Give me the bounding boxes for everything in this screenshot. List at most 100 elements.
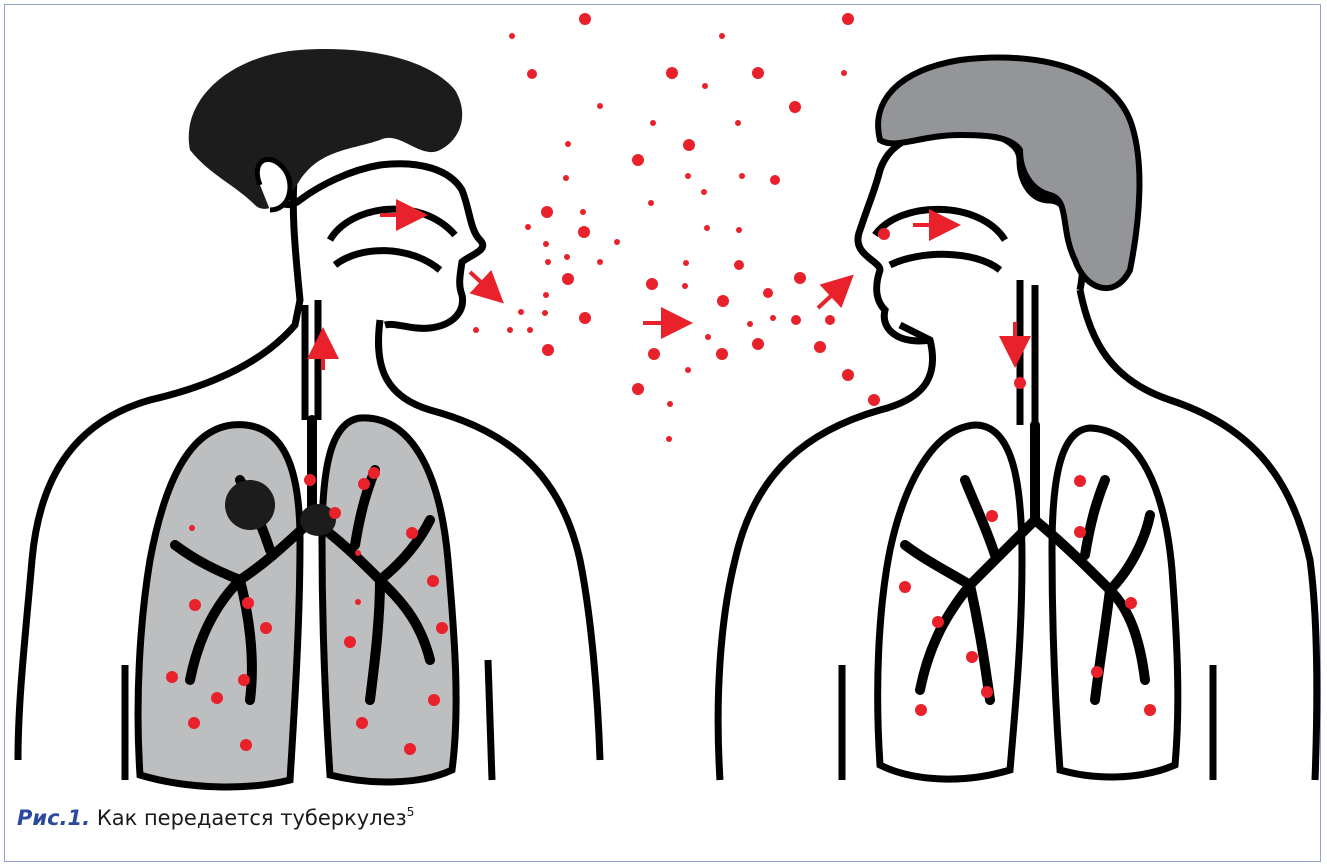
red-dot-icon xyxy=(739,173,745,179)
red-dot-icon xyxy=(789,101,801,113)
red-dot-icon xyxy=(579,13,591,25)
left-nasal-airway xyxy=(305,209,455,420)
red-dot-icon xyxy=(564,254,570,260)
red-dot-icon xyxy=(355,599,361,605)
red-dot-icon xyxy=(1091,666,1103,678)
airflow-arrows xyxy=(323,215,1015,370)
red-dot-icon xyxy=(752,338,764,350)
red-dot-icon xyxy=(542,344,554,356)
red-dot-icon xyxy=(565,141,571,147)
red-dot-icon xyxy=(825,315,835,325)
red-dot-icon xyxy=(563,175,569,181)
red-dot-icon xyxy=(648,348,660,360)
caption-text: Как передается туберкулез xyxy=(97,806,407,830)
red-dot-icon xyxy=(579,312,591,324)
red-dot-icon xyxy=(899,581,911,593)
red-dot-icon xyxy=(436,622,448,634)
red-dot-icon xyxy=(211,692,223,704)
red-dot-icon xyxy=(1014,377,1026,389)
right-person-left-lung xyxy=(878,425,1022,779)
red-dot-icon xyxy=(966,651,978,663)
red-dot-icon xyxy=(842,369,854,381)
red-dot-icon xyxy=(580,209,586,215)
red-dot-icon xyxy=(304,474,316,486)
red-dot-icon xyxy=(648,200,654,206)
red-dot-icon xyxy=(527,327,533,333)
red-dot-icon xyxy=(166,671,178,683)
red-dot-icon xyxy=(650,120,656,126)
red-dot-icon xyxy=(702,83,708,89)
red-dot-icon xyxy=(632,383,644,395)
red-dot-icon xyxy=(842,13,854,25)
red-dot-icon xyxy=(685,173,691,179)
red-dot-icon xyxy=(545,259,551,265)
left-arm-right xyxy=(488,660,492,780)
red-dot-icon xyxy=(260,622,272,634)
red-dot-icon xyxy=(355,550,361,556)
tb-cavity xyxy=(225,480,275,530)
red-dot-icon xyxy=(406,527,418,539)
red-dot-icon xyxy=(344,636,356,648)
red-dot-icon xyxy=(542,310,548,316)
red-dot-icon xyxy=(701,189,707,195)
caption-label: Рис.1. xyxy=(17,806,90,830)
red-dot-icon xyxy=(543,241,549,247)
red-dot-icon xyxy=(932,616,944,628)
red-dot-icon xyxy=(597,103,603,109)
red-dot-icon xyxy=(682,283,688,289)
red-dot-icon xyxy=(716,348,728,360)
red-dot-icon xyxy=(770,175,780,185)
red-dot-icon xyxy=(1074,475,1086,487)
left-hilum-node xyxy=(300,504,336,536)
red-dot-icon xyxy=(1125,597,1137,609)
red-dot-icon xyxy=(791,315,801,325)
red-dot-icon xyxy=(705,334,711,340)
red-dot-icon xyxy=(683,139,695,151)
red-dot-icon xyxy=(541,206,553,218)
red-dot-icon xyxy=(507,327,513,333)
right-nasal-airway xyxy=(875,209,1035,425)
red-dot-icon xyxy=(597,259,603,265)
red-dot-icon xyxy=(238,674,250,686)
red-dot-icon xyxy=(632,154,644,166)
red-arrow-icon xyxy=(818,280,848,308)
red-dot-icon xyxy=(518,309,524,315)
red-dot-icon xyxy=(747,321,753,327)
red-dot-icon xyxy=(915,704,927,716)
red-dot-icon xyxy=(794,272,806,284)
infected-person xyxy=(18,49,600,787)
red-dot-icon xyxy=(717,295,729,307)
red-dot-icon xyxy=(719,33,725,39)
red-dot-icon xyxy=(735,120,741,126)
red-dot-icon xyxy=(240,739,252,751)
red-dot-icon xyxy=(666,436,672,442)
red-dot-icon xyxy=(878,228,890,240)
red-dot-icon xyxy=(525,224,531,230)
exposed-person xyxy=(718,58,1317,781)
red-dot-icon xyxy=(242,597,254,609)
red-dot-icon xyxy=(646,278,658,290)
red-dot-icon xyxy=(734,260,744,270)
red-dot-icon xyxy=(427,575,439,587)
red-dot-icon xyxy=(704,225,710,231)
left-person-right-lung xyxy=(322,418,456,782)
red-dot-icon xyxy=(986,510,998,522)
red-dot-icon xyxy=(189,525,195,531)
red-dot-icon xyxy=(189,599,201,611)
red-dot-icon xyxy=(356,717,368,729)
red-dot-icon xyxy=(666,67,678,79)
red-arrow-icon xyxy=(470,272,498,298)
red-dot-icon xyxy=(667,401,673,407)
red-dot-icon xyxy=(527,69,537,79)
red-dot-icon xyxy=(841,70,847,76)
red-dot-icon xyxy=(814,341,826,353)
red-dot-icon xyxy=(981,686,993,698)
red-dot-icon xyxy=(770,315,776,321)
red-dot-icon xyxy=(614,239,620,245)
caption-reference: 5 xyxy=(407,805,415,819)
red-dot-icon xyxy=(329,507,341,519)
red-dot-icon xyxy=(683,260,689,266)
red-dot-icon xyxy=(543,292,549,298)
red-dot-icon xyxy=(685,367,691,373)
